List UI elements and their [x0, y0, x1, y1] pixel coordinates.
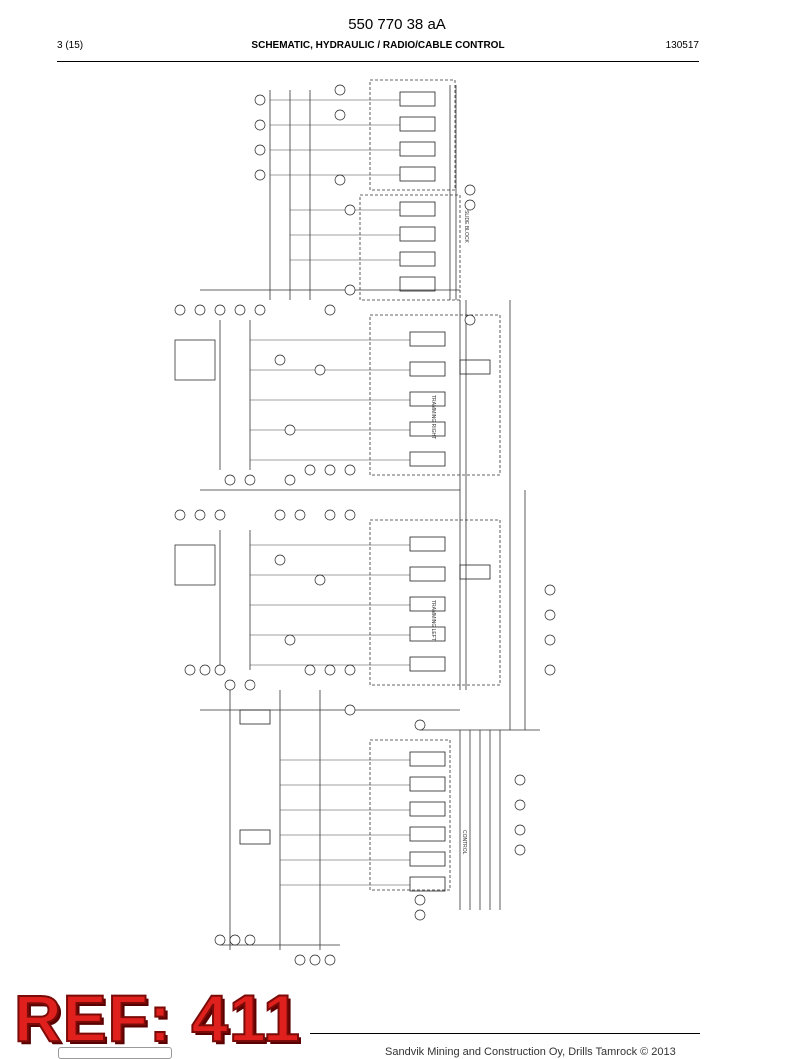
label-tramming-left: TRAMMING LEFT [430, 600, 436, 641]
document-date: 130517 [665, 40, 699, 51]
header-rule [57, 61, 699, 62]
reference-balloons [174, 84, 556, 966]
copyright-footer: Sandvik Mining and Construction Oy, Dril… [385, 1046, 676, 1058]
page-header: 3 (15) SCHEMATIC, HYDRAULIC / RADIO/CABL… [57, 40, 699, 56]
document-number: 550 770 38 aA [348, 16, 446, 33]
label-slide-block: SLIDE BLOCK [463, 210, 469, 243]
page-number: 3 (15) [57, 40, 84, 51]
label-control: CONTROL [461, 830, 467, 855]
label-tramming-right: TRAMMING RIGHT [430, 395, 436, 439]
reference-stamp: REF: 411 [13, 981, 301, 1055]
schematic-frame [174, 79, 540, 950]
page-title: SCHEMATIC, HYDRAULIC / RADIO/CABLE CONTR… [251, 40, 505, 51]
footer-rule [310, 1033, 700, 1034]
valve-symbols [239, 91, 491, 892]
hydraulic-lines [250, 99, 410, 886]
sandvik-logo [58, 1047, 172, 1059]
schematic-labels: SLIDE BLOCK TRAMMING RIGHT TRAMMING LEFT… [430, 210, 469, 855]
hydraulic-schematic: SLIDE BLOCK TRAMMING RIGHT TRAMMING LEFT… [174, 79, 556, 966]
